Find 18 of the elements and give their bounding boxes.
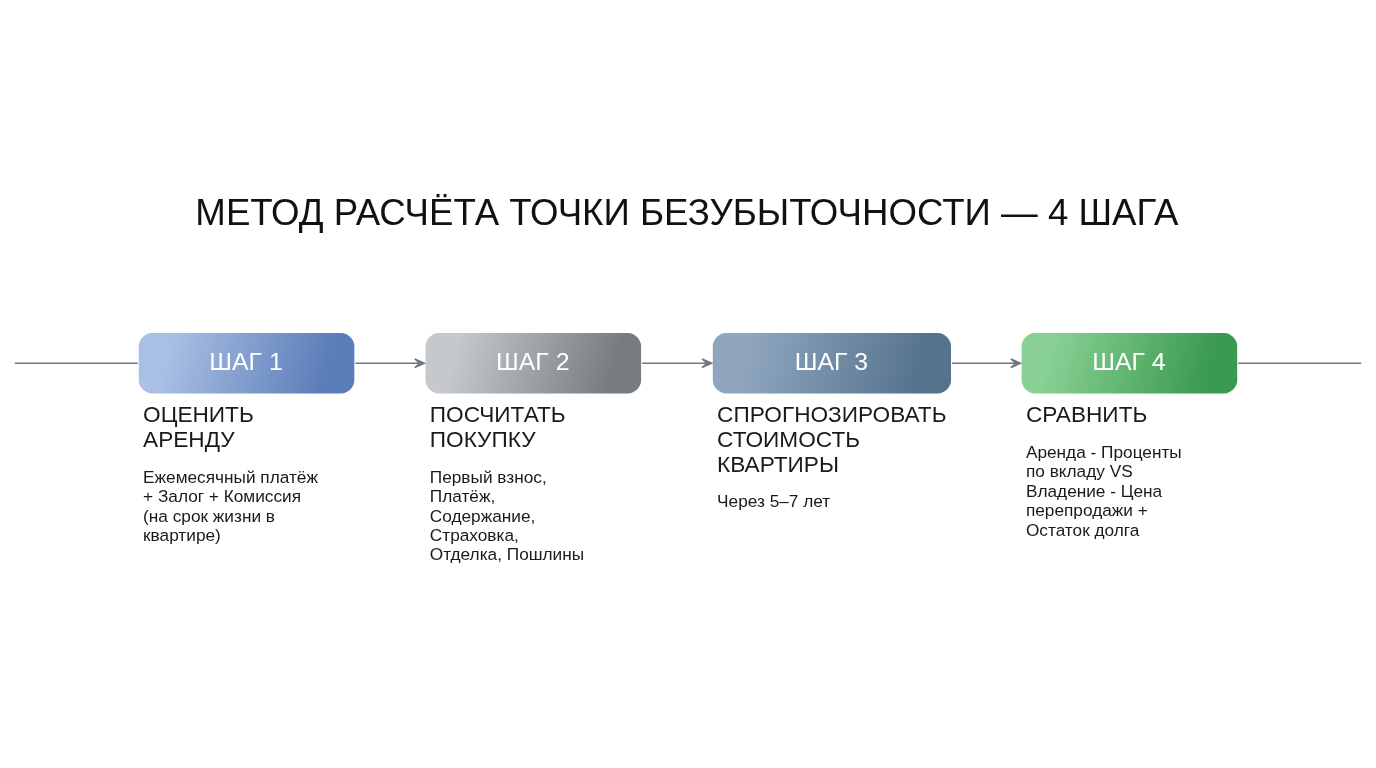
node-label: Первый взнос, Платёж, Содержание, Страховка, Отделка, Пошлины — [429, 466, 585, 565]
node-box: ШАГ 1 — [138, 333, 355, 394]
node-label: ОЦЕНИТЬ АРЕНДУ — [143, 402, 254, 453]
node-label: Ежемесячный платёж + Залог + Комиссия (на срок жизни в квартире) — [143, 466, 318, 545]
node-box: ШАГ 2 — [425, 333, 642, 394]
node-label: Через 5–7 лет — [717, 491, 831, 512]
arrow — [354, 358, 426, 369]
node-label: СПРОГНОЗИРОВАТЬ СТОИМОСТЬ КВАРТИРЫ — [717, 402, 947, 477]
connector — [14, 362, 139, 364]
node-label: СРАВНИТЬ — [1025, 402, 1148, 428]
node-label: Аренда - Проценты по вкладу VS Владение - Цена перепродажи + Остаток долга — [1025, 441, 1182, 540]
connector — [1237, 362, 1362, 364]
diagram-title: МЕТОД РАСЧЁТА ТОЧКИ БЕЗУБЫТОЧНОСТИ — 4 ШАГА — [195, 192, 1179, 234]
node-box: ШАГ 4 — [1021, 333, 1238, 394]
node-box: ШАГ 3 — [712, 333, 952, 394]
arrow — [641, 358, 713, 369]
node-label: ПОСЧИТАТЬ ПОКУПКУ — [429, 402, 566, 453]
arrow — [951, 358, 1022, 369]
